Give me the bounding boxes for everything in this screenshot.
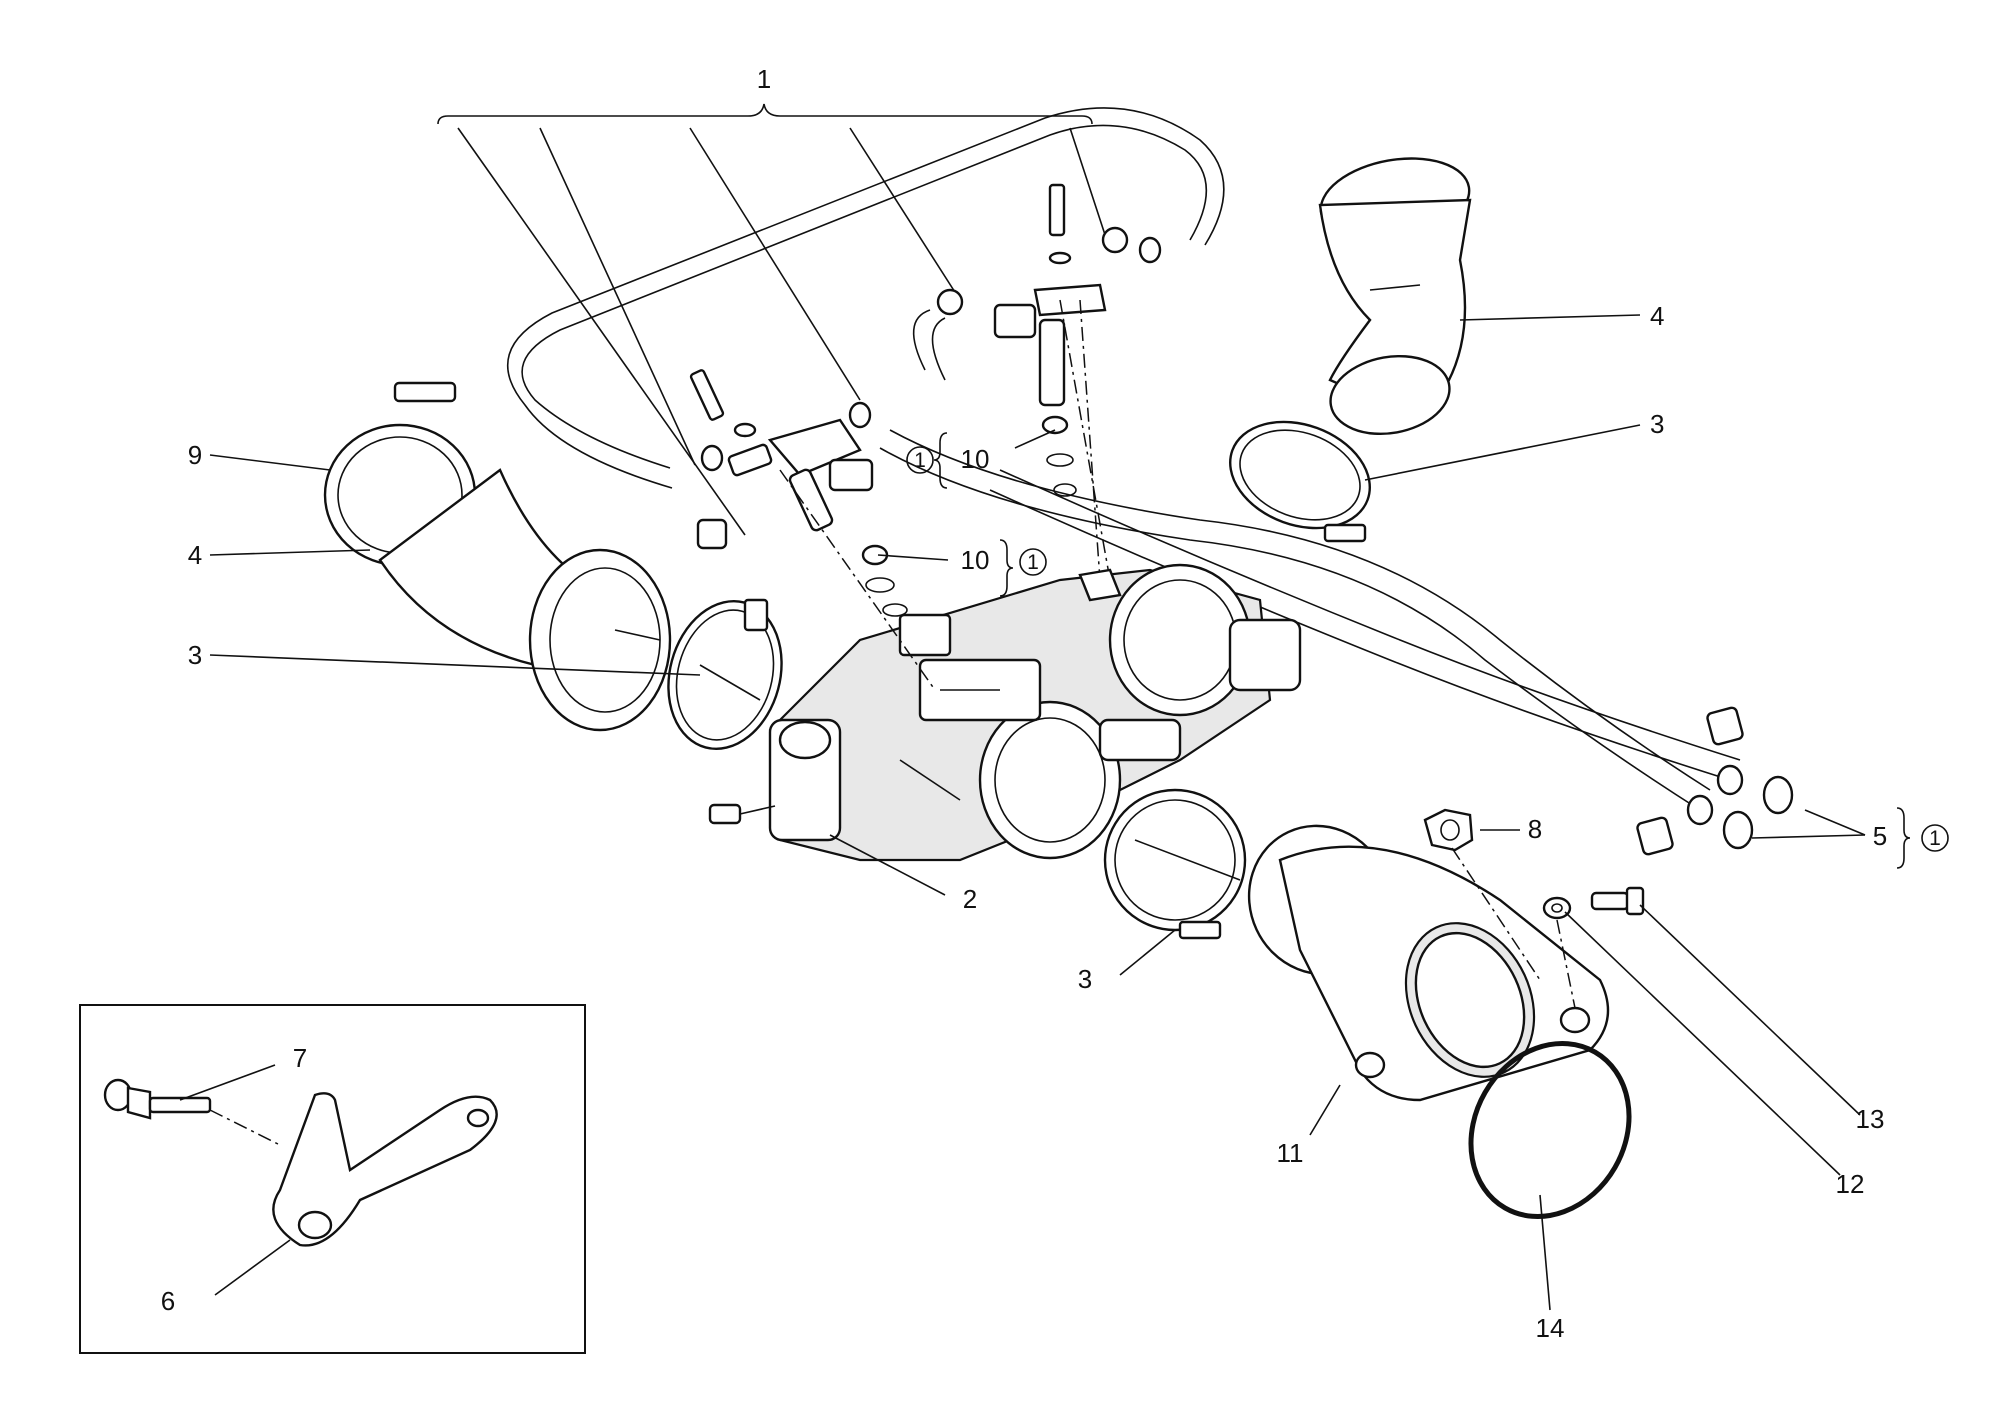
right-intake-hose xyxy=(1318,157,1472,436)
callout-14: 14 xyxy=(1536,1313,1565,1343)
circled-ref-upper: 1 xyxy=(906,432,948,489)
svg-text:1: 1 xyxy=(1027,551,1039,574)
callout-10-lower: 10 xyxy=(961,545,990,575)
callout-3-bottom: 3 xyxy=(1078,964,1092,994)
callout-7: 7 xyxy=(293,1043,307,1073)
hose-connectors-5 xyxy=(1636,706,1794,856)
lower-hose-clamp xyxy=(1103,788,1247,940)
callout-13: 13 xyxy=(1856,1104,1885,1134)
left-injector-assembly xyxy=(689,369,936,691)
bracket-6 xyxy=(272,1092,498,1247)
throttle-body xyxy=(768,563,1302,862)
callout-12: 12 xyxy=(1836,1169,1865,1199)
callout-6: 6 xyxy=(161,1286,175,1316)
callout-8: 8 xyxy=(1528,814,1542,844)
o-ring-14 xyxy=(1468,1041,1632,1219)
inset-box xyxy=(79,1004,586,1354)
right-injector-assembly xyxy=(936,183,1162,602)
callout-3-right: 3 xyxy=(1650,409,1664,439)
callout-1: 1 xyxy=(757,64,771,94)
nut-8 xyxy=(1423,808,1474,852)
callout-9: 9 xyxy=(188,440,202,470)
callout-4-left: 4 xyxy=(188,540,202,570)
callout-3-left: 3 xyxy=(188,640,202,670)
circled-ref-5: 1 xyxy=(1896,807,1949,869)
left-hose-clamp xyxy=(667,598,783,751)
callout-4-right: 4 xyxy=(1650,301,1664,331)
throttle-body-screw xyxy=(708,803,776,825)
washer-12 xyxy=(1542,896,1572,920)
callout-10-upper: 10 xyxy=(961,444,990,474)
leader-lines xyxy=(179,314,1866,1311)
ball-stud-7 xyxy=(103,1078,212,1120)
circled-ref-lower: 1 xyxy=(999,539,1047,597)
svg-text:1: 1 xyxy=(1929,827,1941,850)
callout-5: 5 xyxy=(1873,821,1887,851)
fuel-hose xyxy=(507,107,1744,826)
intake-manifold xyxy=(1247,824,1610,1102)
callout-2: 2 xyxy=(963,884,977,914)
left-intake-hose xyxy=(323,381,672,732)
callout-11: 11 xyxy=(1277,1138,1304,1168)
callout-1-bracket xyxy=(437,103,1111,536)
svg-text:1: 1 xyxy=(914,449,926,472)
screw-13 xyxy=(1590,886,1645,916)
upper-right-hose-clamp xyxy=(1229,420,1371,543)
